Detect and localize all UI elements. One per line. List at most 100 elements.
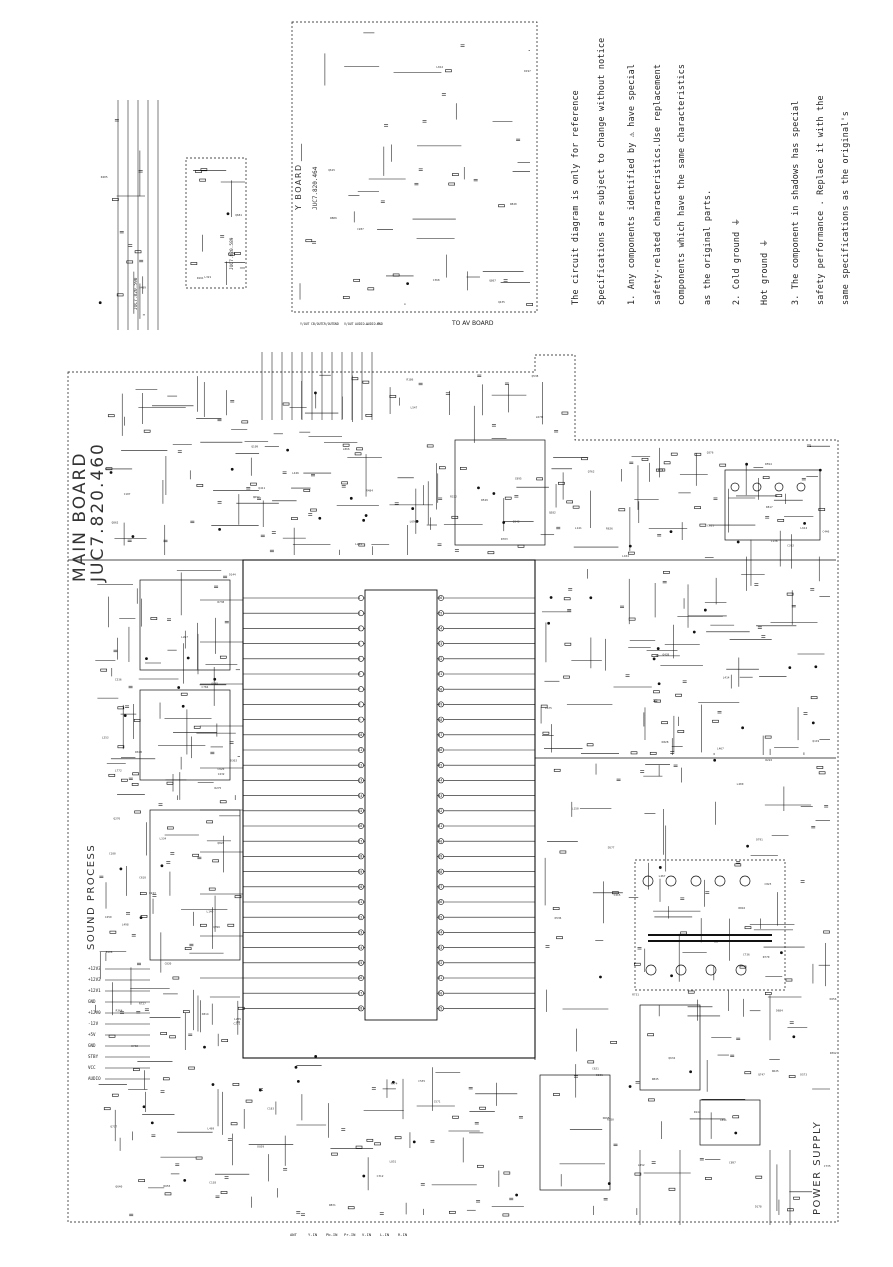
ic-pin-left: 19 [359, 870, 363, 874]
ic-pin-right: 43 [439, 794, 443, 798]
ic-pin-right: 47 [439, 733, 443, 737]
component-ref: Q747 [758, 1072, 765, 1076]
ic-pin-left: 21 [359, 900, 363, 904]
ic-pin-right: 36 [439, 900, 443, 904]
component-ref: R845 [652, 1077, 659, 1081]
component-ref: R186 [407, 378, 414, 382]
component-ref: D489 [139, 285, 146, 289]
component-ref: Q822 [217, 841, 224, 845]
component-ref: C895 [515, 476, 522, 480]
component-ref: R594 [765, 462, 772, 466]
component-ref: Q692 [253, 495, 260, 499]
power-supply-title: POWER SUPPLY [812, 1120, 823, 1215]
ic-pin-right: 29 [439, 1007, 443, 1011]
component-ref: D536 [555, 916, 562, 920]
component-ref: R806 [330, 216, 337, 220]
component-ref: R362 [830, 1051, 837, 1055]
component-ref: C138 [771, 539, 778, 543]
component-ref: Q681 [235, 213, 242, 217]
component-ref: C138 [209, 1180, 216, 1184]
ic-pin-left: 20 [359, 885, 363, 889]
ic-pin-left: 10 [359, 733, 363, 737]
component-ref: L690 [410, 520, 417, 524]
component-ref: L498 [122, 922, 129, 926]
note-line: components which have the same character… [676, 63, 686, 305]
ic-pin-left: 2 [359, 611, 361, 615]
ic-pin-right: 49 [439, 703, 443, 707]
ic-pin-right: 30 [439, 991, 443, 995]
component-ref: R731 [632, 992, 639, 996]
component-ref: R484 [366, 489, 373, 493]
note-line: 3. The component in shadows has special [790, 100, 800, 305]
component-ref: Q737 [110, 1124, 117, 1128]
component-ref: L334 [160, 836, 167, 840]
ic-pin-right: 37 [439, 885, 443, 889]
component-ref: R222 [765, 758, 772, 762]
component-ref: C368 [433, 278, 440, 282]
component-ref: Q762 [588, 470, 595, 474]
component-ref: L321 [204, 275, 211, 279]
component-ref: L141 [575, 526, 582, 530]
y-board-pin-label: GND [377, 322, 383, 326]
ic-pin-left: 23 [359, 931, 363, 935]
component-ref: C784 [202, 685, 209, 689]
component-ref: L150 [572, 807, 579, 811]
ic-pin-right: 35 [439, 915, 443, 919]
component-ref: L414 [723, 676, 730, 680]
component-ref: L251 [355, 542, 362, 546]
component-ref: R626 [606, 527, 613, 531]
component-ref: R142 [694, 1110, 701, 1114]
ic-pin-right: 38 [439, 870, 443, 874]
component-ref: D231 [596, 1073, 603, 1077]
left-connector-label: GND [88, 999, 96, 1004]
ic-pin-left: 14 [359, 794, 363, 798]
component-ref: R205 [101, 175, 108, 179]
bottom-connector-label: ANT [290, 1232, 298, 1237]
component-ref: Q862 [112, 521, 119, 525]
ic-pin-left: 12 [359, 763, 363, 767]
ic-pin-left: 15 [359, 809, 363, 813]
component-ref: Q109 [251, 444, 258, 448]
component-ref: L253 [102, 736, 109, 740]
left-connector-label: AUDIO [88, 1076, 101, 1081]
ic-pin-left: 9 [359, 718, 361, 722]
small-board-outline [185, 157, 247, 289]
y-board-code: JUC7.820.464 [312, 166, 319, 210]
component-ref: C236 [115, 677, 122, 681]
component-ref: Q411 [258, 486, 265, 490]
bottom-connector-label: Y-IN [308, 1232, 318, 1237]
ic-pin-left: 1 [359, 596, 361, 600]
component-ref: Q582 [549, 511, 556, 515]
component-ref: R738 [218, 600, 225, 604]
ic-pin-right: 50 [439, 687, 443, 691]
ic-pin-right: 52 [439, 657, 443, 661]
component-ref: D791 [756, 838, 763, 842]
left-connector-label: STBY [88, 1054, 99, 1059]
note-line: safety performance . Replace it with the [815, 95, 825, 305]
component-ref: L612 [800, 526, 807, 530]
component-ref: C459 [105, 915, 112, 919]
y-board-pin-label: CR/OUT [322, 322, 334, 326]
component-ref: C851 [720, 1118, 727, 1122]
component-ref: L670 [536, 415, 543, 419]
component-ref: D625 [772, 1069, 779, 1073]
ic-pin-left: 22 [359, 915, 363, 919]
ic-pin-right: 55 [439, 611, 443, 615]
component-ref: R703 [501, 537, 508, 541]
ic-pin-left: 7 [359, 687, 361, 691]
component-ref: L675 [545, 706, 552, 710]
component-ref: C183 [267, 1106, 274, 1110]
y-board-pin-label: GND [333, 322, 339, 326]
component-ref: D828 [662, 740, 669, 744]
component-ref: C107 [124, 492, 131, 496]
ic-pin-left: 6 [359, 672, 361, 676]
ic-pin-left: 11 [359, 748, 363, 752]
component-ref: L469 [207, 1126, 214, 1130]
component-ref: D577 [608, 845, 615, 849]
component-ref: L866 [343, 447, 350, 451]
component-ref: C312 [377, 1174, 384, 1178]
component-ref: D656 [830, 997, 837, 1001]
component-ref: D197 [524, 69, 531, 73]
component-ref: Q243 [149, 891, 156, 895]
